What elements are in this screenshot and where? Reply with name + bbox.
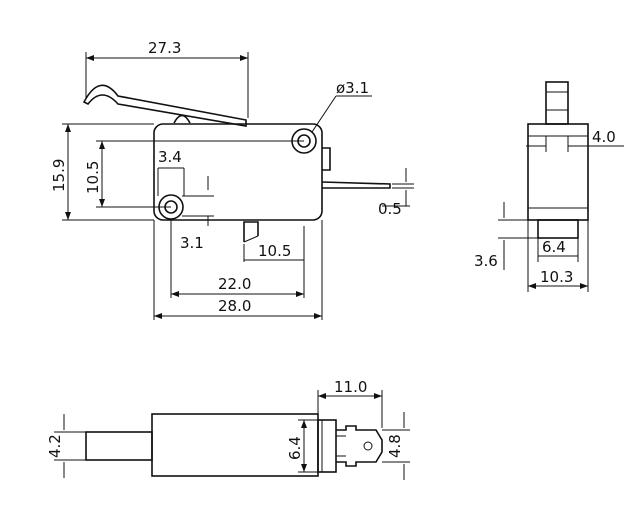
dim-hole-horizontal: 22.0 bbox=[218, 275, 251, 293]
bottom-view: 11.0 4.2 6.4 4.8 bbox=[46, 378, 410, 480]
dim-hole-vertical: 10.5 bbox=[84, 161, 102, 194]
dim-terminal-thickness: 0.5 bbox=[378, 200, 402, 218]
dim-terminal-height: 6.4 bbox=[286, 436, 304, 460]
switch-body bbox=[153, 123, 323, 221]
side-body bbox=[527, 123, 589, 221]
bottom-lever bbox=[85, 431, 153, 461]
dim-terminal-length: 11.0 bbox=[334, 378, 367, 396]
side-terminal-stub bbox=[537, 219, 579, 239]
dim-plunger-width: 4.0 bbox=[592, 128, 616, 146]
dim-hole-offset-y: 3.1 bbox=[180, 234, 204, 252]
bottom-terminal bbox=[243, 221, 259, 242]
lever-arm bbox=[82, 84, 247, 127]
terminal-hole bbox=[363, 441, 373, 451]
dim-lever-length: 27.3 bbox=[148, 39, 181, 57]
dim-body-width: 10.3 bbox=[540, 268, 573, 286]
plunger-bump bbox=[173, 114, 191, 124]
side-terminal bbox=[321, 181, 391, 189]
dim-hole-diameter: ø3.1 bbox=[336, 79, 369, 97]
side-plunger bbox=[545, 81, 569, 125]
dim-terminal-tab-height: 4.8 bbox=[386, 434, 404, 458]
bottom-terminal-block bbox=[317, 419, 337, 473]
dim-body-length: 28.0 bbox=[218, 297, 251, 315]
dim-terminal-offset: 10.5 bbox=[258, 242, 291, 260]
front-view: 27.3 ø3.1 15.9 10.5 3.4 3.1 10.5 bbox=[50, 39, 414, 320]
dim-lever-width: 4.2 bbox=[46, 434, 64, 458]
dim-body-height: 15.9 bbox=[50, 159, 68, 192]
dim-mount-offset: 3.6 bbox=[474, 252, 498, 270]
body-boss bbox=[322, 147, 331, 171]
dim-terminal-width: 6.4 bbox=[542, 238, 566, 256]
dim-hole-offset-x: 3.4 bbox=[158, 148, 182, 166]
bottom-terminal-tab bbox=[336, 425, 383, 467]
side-view: 4.0 3.6 6.4 10.3 bbox=[474, 81, 624, 292]
